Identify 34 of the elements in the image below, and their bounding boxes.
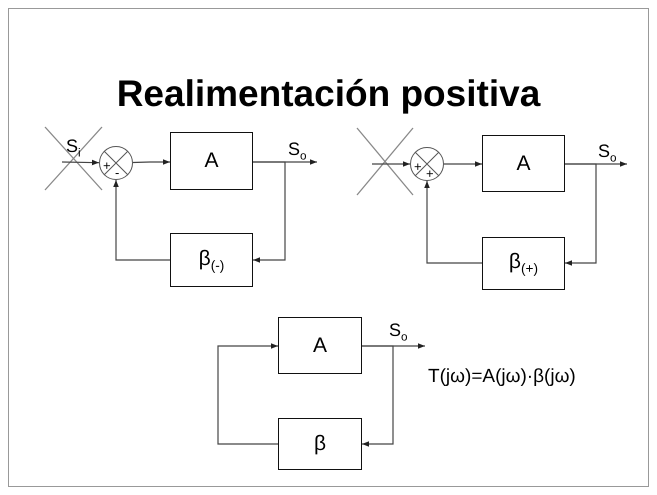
block-box (278, 418, 362, 470)
edge-label: S$_{o}$ (598, 141, 617, 165)
edge-label: S$_{o}$ (288, 139, 307, 163)
block-label: A (516, 152, 530, 176)
sign: - (115, 166, 120, 179)
block-box (278, 317, 362, 374)
arrow (372, 161, 410, 167)
block-label: A (312, 334, 327, 358)
formula: T(jω)=A(jω)·β(jω) (428, 366, 576, 388)
arrow (444, 161, 482, 167)
block-label: β (314, 432, 326, 456)
arrow (217, 343, 278, 445)
block-label: β$_{(-)}$ (198, 246, 224, 274)
block-box (482, 135, 565, 192)
edge-label: S$_{o}$ (389, 320, 408, 344)
arrow (132, 159, 170, 165)
block-box (170, 233, 253, 287)
sign: + (426, 167, 434, 180)
arrow (113, 180, 170, 261)
arrow (62, 160, 100, 166)
block-box (482, 237, 565, 290)
arrow (565, 163, 597, 266)
title: Realimentación positiva (116, 73, 540, 114)
block-box (170, 132, 253, 190)
edge-label: S$_{i}$ (66, 136, 81, 160)
arrow (424, 181, 482, 264)
arrow (253, 161, 286, 263)
sign: + (103, 159, 111, 172)
summing-junction (99, 146, 133, 180)
summing-junction (410, 147, 444, 181)
arrow (362, 345, 394, 447)
block-label: A (204, 149, 218, 173)
sign: + (414, 160, 422, 173)
block-label: β$_{(+)}$ (508, 250, 538, 277)
